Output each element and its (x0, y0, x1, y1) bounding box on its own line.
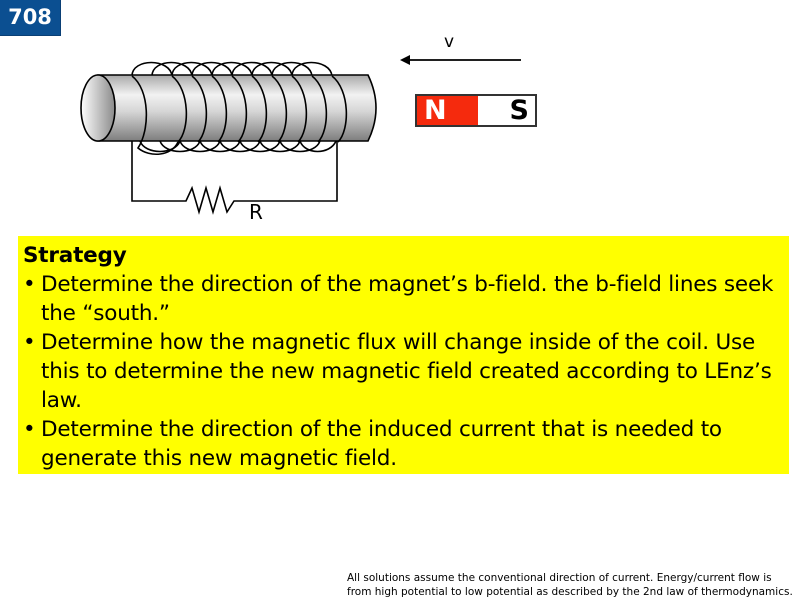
north-pole: N (417, 96, 478, 125)
strategy-heading: Strategy (23, 243, 127, 268)
south-pole: S (478, 96, 535, 125)
strategy-item: • Determine the direction of the induced… (23, 415, 779, 473)
bullet-icon: • (23, 417, 36, 442)
bar-magnet: N S (415, 94, 537, 127)
strategy-item-text: Determine the direction of the induced c… (41, 417, 722, 471)
slide-number-badge: 708 (0, 0, 61, 36)
bullet-icon: • (23, 272, 36, 297)
bullet-icon: • (23, 330, 36, 355)
strategy-item-text: Determine the direction of the magnet’s … (41, 272, 774, 326)
footnote: All solutions assume the conventional di… (347, 571, 793, 599)
footnote-line-2: from high potential to low potential as … (347, 586, 793, 598)
velocity-label: v (444, 32, 455, 52)
strategy-box: Strategy • Determine the direction of th… (18, 236, 789, 474)
coil-front-loops (131, 75, 348, 155)
strategy-item: • Determine how the magnetic flux will c… (23, 328, 779, 415)
circuit-wire (131, 141, 338, 215)
coil-magnet-diagram (80, 55, 521, 215)
arrowhead-icon (400, 55, 410, 65)
iron-core-cylinder (97, 74, 377, 142)
footnote-line-1: All solutions assume the conventional di… (347, 572, 772, 584)
cylinder-end-cap (80, 74, 116, 142)
strategy-item: • Determine the direction of the magnet’… (23, 270, 779, 328)
strategy-item-text: Determine how the magnetic flux will cha… (41, 330, 772, 413)
coil-back-loops (131, 61, 333, 77)
resistor-label: R (249, 200, 263, 224)
strategy-list: • Determine the direction of the magnet’… (23, 270, 779, 473)
